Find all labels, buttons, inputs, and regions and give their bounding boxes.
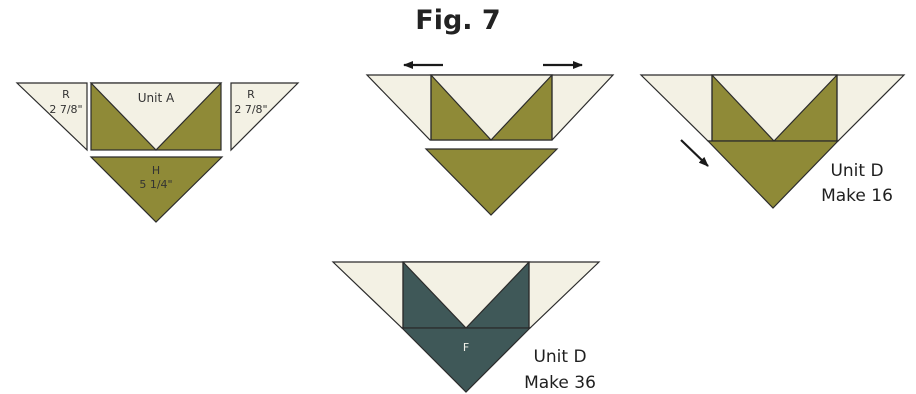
- h-letter: H: [152, 164, 160, 177]
- step4-make-count: Make 36: [524, 373, 596, 393]
- right-r-triangle: [230, 82, 300, 152]
- left-r-size: 2 7/8": [49, 103, 82, 116]
- step4-f-triangle: [400, 327, 532, 393]
- step4-fabric-letter: F: [463, 341, 469, 354]
- press-down-arrow: [680, 139, 709, 167]
- h-size: 5 1/4": [139, 178, 172, 191]
- unit-a-center-triangle: [89, 82, 223, 151]
- step3-unit-d: Unit D Make 16: [639, 74, 906, 209]
- right-r-size: 2 7/8": [234, 103, 267, 116]
- step1-pieces: R 2 7/8" Unit A R 2 7/8" H 5 1/4": [15, 82, 300, 223]
- unit-a-label: Unit A: [138, 91, 175, 105]
- right-r-letter: R: [247, 88, 255, 101]
- step2-unit-a-center: [429, 74, 554, 141]
- unit-a: [89, 82, 223, 151]
- step4-unit-d: F Unit D Make 36: [331, 261, 601, 393]
- step4-unit-a-center: [401, 261, 531, 329]
- step4-unit-name: Unit D: [533, 347, 586, 367]
- h-triangle: [89, 156, 224, 223]
- step3-make-count: Make 16: [821, 186, 893, 206]
- step3-unit-name: Unit D: [830, 161, 883, 181]
- left-r-triangle: [15, 82, 88, 152]
- step3-unit-a-center: [710, 74, 839, 142]
- step2-pieces: [365, 61, 615, 216]
- figure-title: Fig. 7: [415, 5, 501, 36]
- left-r-letter: R: [62, 88, 70, 101]
- step3-h-triangle: [706, 140, 840, 209]
- step2-h-triangle: [424, 148, 559, 216]
